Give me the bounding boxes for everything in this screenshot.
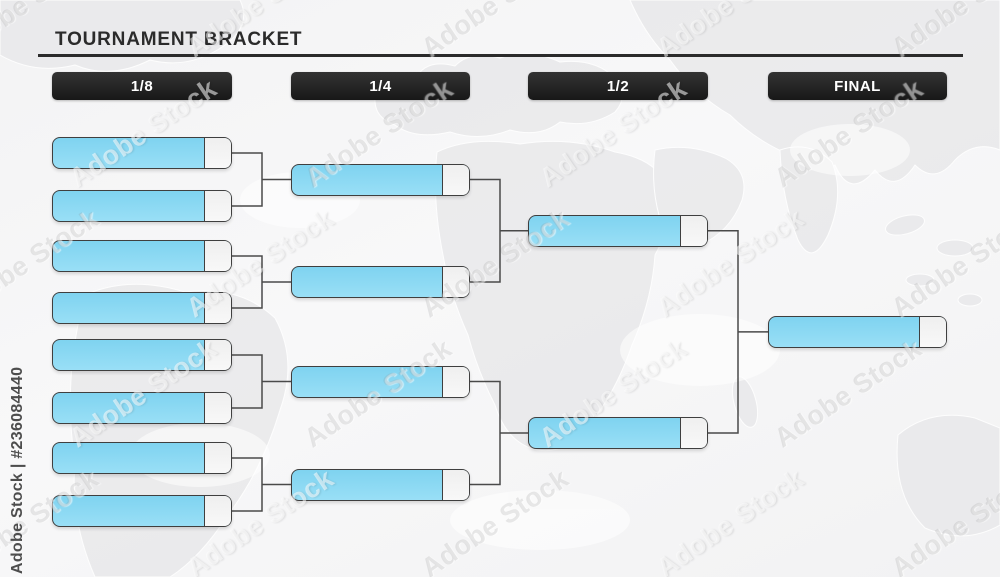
slot-round4-1[interactable] [768, 315, 947, 348]
map-australia [896, 414, 1000, 537]
slot-score-box[interactable] [442, 267, 469, 297]
round-header-label: 1/4 [369, 77, 392, 95]
slot-score-box[interactable] [204, 241, 231, 271]
slot-round1-1[interactable] [52, 137, 232, 169]
slot-score-box[interactable] [204, 191, 231, 221]
slot-round3-2[interactable] [528, 417, 708, 449]
slot-score-box[interactable] [204, 138, 231, 168]
slot-score-box[interactable] [204, 293, 231, 323]
round-header-1-8: 1/8 [52, 72, 232, 100]
slot-score-box[interactable] [919, 316, 946, 347]
connector-path [232, 152, 768, 512]
slot-score-box[interactable] [204, 496, 231, 526]
slot-round2-1[interactable] [291, 163, 470, 196]
slot-score-box[interactable] [204, 340, 231, 370]
slot-score-box[interactable] [680, 215, 707, 246]
round-header-final: FINAL [768, 72, 947, 100]
round-header-1-4: 1/4 [291, 72, 470, 100]
title-underline [38, 54, 963, 57]
slot-round1-7[interactable] [52, 442, 232, 474]
map-north-america [0, 0, 245, 72]
slot-round1-6[interactable] [52, 392, 232, 424]
slot-round1-5[interactable] [52, 339, 232, 371]
page-title: TOURNAMENT BRACKET [55, 29, 303, 50]
slot-score-box[interactable] [442, 366, 469, 397]
round-header-label: 1/8 [130, 77, 154, 95]
slot-score-box[interactable] [680, 418, 707, 448]
slot-score-box[interactable] [442, 469, 469, 500]
slot-round2-2[interactable] [291, 266, 470, 298]
slot-round1-8[interactable] [52, 495, 232, 527]
round-header-1-2: 1/2 [528, 72, 708, 100]
slot-round1-2[interactable] [52, 190, 232, 222]
slot-round1-4[interactable] [52, 292, 232, 324]
slot-score-box[interactable] [204, 393, 231, 423]
round-header-label: 1/2 [606, 77, 630, 95]
slot-round2-3[interactable] [291, 365, 470, 398]
slot-round1-3[interactable] [52, 240, 232, 272]
round-header-label: FINAL [834, 77, 881, 95]
slot-score-box[interactable] [204, 443, 231, 473]
slot-round2-4[interactable] [291, 468, 470, 501]
slot-score-box[interactable] [442, 164, 469, 195]
slot-round3-1[interactable] [528, 214, 708, 247]
